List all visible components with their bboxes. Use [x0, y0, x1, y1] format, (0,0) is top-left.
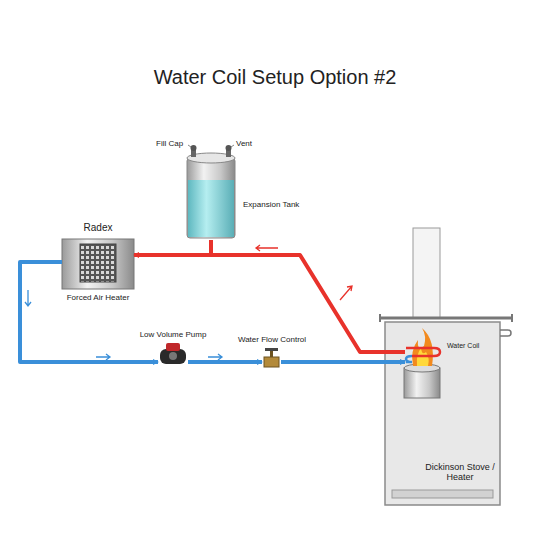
pump-drawing	[160, 343, 186, 364]
stove-drawing	[380, 228, 512, 505]
diagram-title: Water Coil Setup Option #2	[0, 66, 550, 89]
valve-drawing	[264, 348, 279, 367]
component-label: Water Coil	[447, 342, 479, 350]
component-node: Expansion Tank	[187, 150, 235, 240]
component-node: Water Flow Control	[262, 348, 281, 368]
cold-water-pipe	[20, 262, 158, 362]
component-label: Expansion Tank	[243, 200, 299, 209]
coil-drawing	[406, 348, 440, 362]
tank-drawing	[187, 145, 235, 238]
radex-drawing	[62, 239, 134, 289]
component-label: Forced Air Heater	[62, 293, 134, 302]
part-label: Vent	[236, 139, 252, 148]
cold-water-pipe	[281, 360, 405, 364]
component-node: Low Volume Pump	[158, 343, 188, 367]
component-label: Low Volume Pump	[138, 330, 208, 339]
component-node: Dickinson Stove / Heater Water Coil	[385, 322, 500, 505]
component-label: Radex	[62, 222, 134, 234]
component-node: Water Coil	[405, 346, 443, 388]
cold-water-pipe	[188, 360, 262, 364]
hot-water-pipe	[134, 255, 405, 352]
component-node: RadexForced Air Heater	[62, 239, 134, 289]
component-label: Water Flow Control	[232, 335, 312, 344]
component-label: Dickinson Stove / Heater	[425, 462, 495, 483]
hot-water-pipe	[134, 240, 211, 255]
part-label: Fill Cap	[156, 139, 183, 148]
